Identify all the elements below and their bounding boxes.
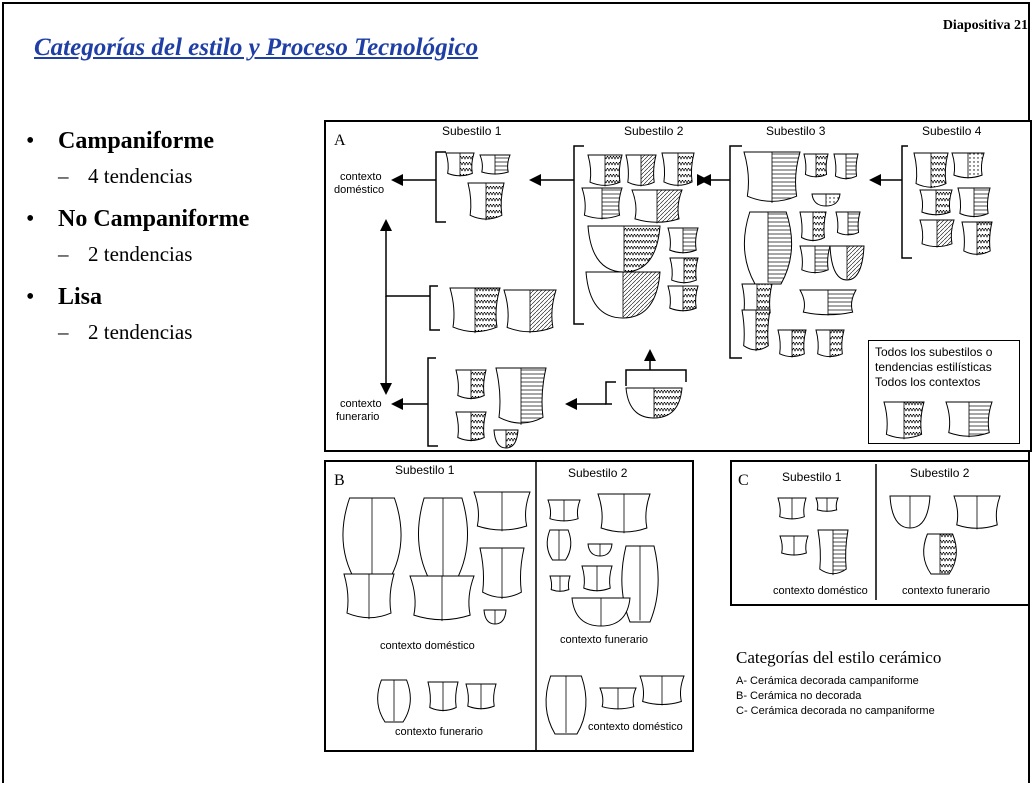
vessel-icon [834,154,858,181]
vessel-icon [952,153,984,180]
vessel-icon [547,530,571,560]
vessel-icon [582,566,612,591]
vessel-icon [920,190,952,217]
vessel-icon [550,576,570,592]
vessel-icon [504,290,556,336]
vessel-icon [428,682,458,711]
vessel-icon [778,498,806,520]
vessel-icon [800,246,830,275]
vessel-icon [344,574,394,619]
vessel-icon [818,530,848,578]
vessel-icon [582,188,622,222]
vessel-icon [496,368,546,429]
vessel-icon [484,610,506,624]
vessel-icon [668,228,698,255]
bracket-line [574,146,584,324]
vessel-icon [804,154,828,179]
vessel-icon [924,534,958,576]
vessel-icon [800,290,856,317]
vessel-icon [456,412,486,444]
flow-arrow [386,222,430,296]
bracket-line [430,286,440,330]
vessel-icon [378,680,411,722]
vessel-icon [588,226,660,274]
vessel-icon [778,330,806,359]
vessel-icon [742,310,770,354]
bracket-line [626,370,686,386]
vessel-icon [586,272,660,320]
vessel-icon [588,155,622,189]
vessel-icon [480,155,510,176]
vessel-icon [632,190,682,226]
vessel-icon [836,212,860,237]
vessel-icon [418,498,467,580]
vessel-icon [598,494,650,533]
vessel-icon [546,676,586,734]
vessel-icon [914,153,948,191]
vessel-icon [668,286,698,313]
bracket-line [902,146,912,258]
bracket-line [730,146,742,358]
bracket-line [606,382,616,404]
bracket-line [436,152,446,222]
vessel-icon [480,548,524,599]
vessel-icon [474,492,530,531]
vessel-icon [954,496,1000,529]
vessel-icon [446,153,474,178]
vessel-icon [466,684,496,709]
vessel-icon [456,370,486,402]
vessel-icon [830,246,864,282]
vessel-icon [884,402,924,442]
vessel-icon [744,152,800,207]
vessel-icon [548,500,580,522]
vessel-icon [812,194,840,207]
vessel-icon [780,536,808,556]
vessel-icon [744,212,794,288]
vessel-icon [410,576,474,621]
vessel-icon [962,222,992,258]
vessel-icon [816,498,838,512]
vessel-icon [626,155,656,189]
vessel-icon [450,288,500,336]
vessel-icon [890,496,930,528]
vessel-icon [800,212,826,244]
vessel-icon [640,676,684,705]
vessel-icon [494,430,518,449]
vessel-icon [920,220,954,249]
vessel-icon [572,598,630,626]
vessel-icon [958,188,990,220]
vessel-icon [816,330,844,359]
vessel-icon [662,153,694,189]
vessel-icon [600,688,636,710]
vessel-icon [626,388,682,420]
bracket-line [428,358,438,446]
vessel-icon [343,498,401,582]
vessel-icon [468,183,504,223]
vessel-icon [670,258,698,285]
vessel-icon [588,544,612,556]
vessel-icon [946,402,992,440]
